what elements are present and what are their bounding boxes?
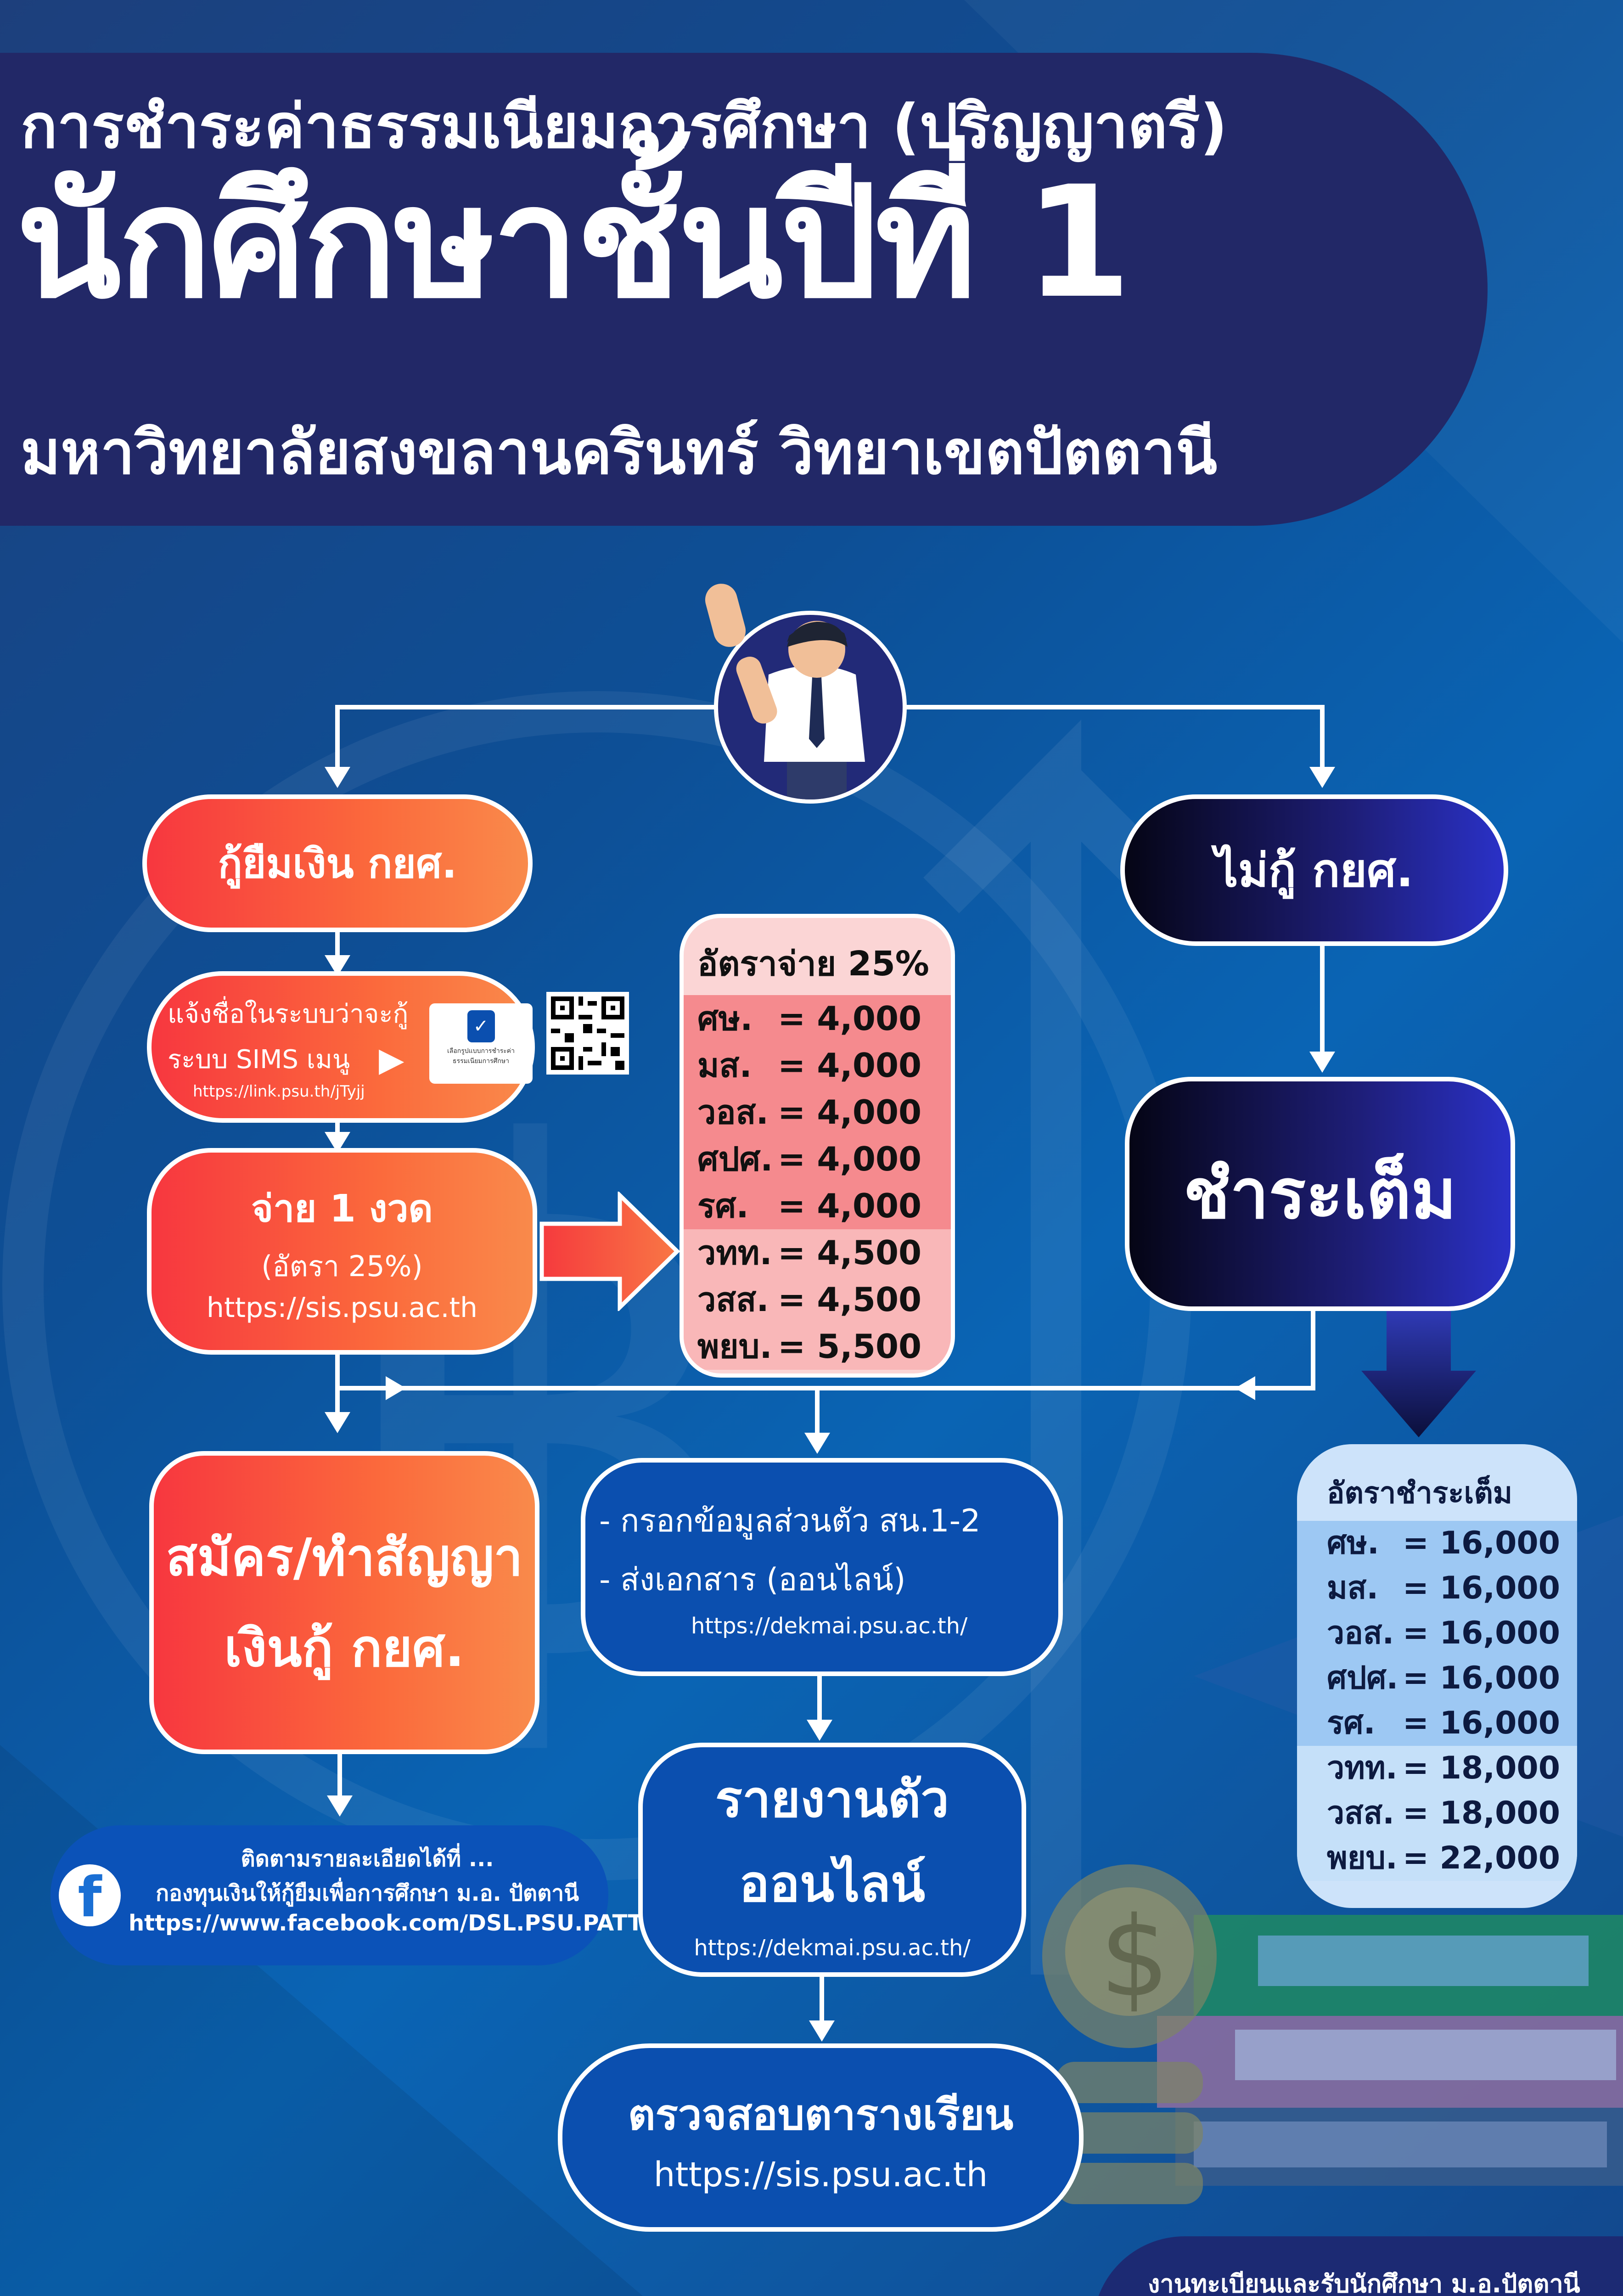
full-pay-label: ชำระเต็ม <box>1183 1154 1457 1234</box>
facebook-icon[interactable]: f <box>59 1864 121 1930</box>
loan-option: กู้ยืมเงิน กยศ. <box>142 794 533 932</box>
rate-25-title: อัตราจ่าย 25% <box>697 944 929 984</box>
connector <box>820 1977 824 2027</box>
table-row: มส.= 16,000 <box>1297 1566 1577 1611</box>
pay-rate: (อัตรา 25%) <box>261 1249 423 1283</box>
report-link[interactable]: https://dekmai.psu.ac.th/ <box>694 1935 971 1961</box>
connector <box>1311 1311 1315 1390</box>
apply-loan-step: สมัคร/ทำสัญญา เงินกู้ กยศ. <box>149 1451 539 1754</box>
arrow <box>325 767 350 788</box>
rate-full-table: อัตราชำระเต็ม ศษ.= 16,000 มส.= 16,000 วอ… <box>1297 1444 1577 1908</box>
arrow <box>325 1412 350 1433</box>
table-row: พยบ.= 5,500 <box>684 1323 951 1370</box>
loan-label: กู้ยืมเงิน กยศ. <box>218 840 457 887</box>
arrow <box>804 1433 830 1454</box>
arrow <box>807 1720 832 1741</box>
table-row: ศปศ.= 4,000 <box>684 1136 951 1182</box>
table-row: วสส.= 18,000 <box>1297 1791 1577 1836</box>
qr-code-icon[interactable] <box>546 992 629 1075</box>
clipboard-check-icon: ✓ <box>467 1010 495 1042</box>
facebook-link[interactable]: https://www.facebook.com/DSL.PSU.PATTANI <box>129 1910 685 1936</box>
apply-line1: สมัคร/ทำสัญญา <box>166 1528 523 1587</box>
table-row: วทท.= 4,500 <box>684 1229 951 1276</box>
notify-link[interactable]: https://link.psu.th/jTyjj <box>193 1082 365 1101</box>
schedule-label: ตรวจสอบตารางเรียน <box>628 2090 1014 2139</box>
connector <box>815 1386 820 1439</box>
arrow <box>1309 767 1335 788</box>
arrow <box>1235 1376 1255 1400</box>
info-line2: - ส่งเอกสาร (ออนไลน์) <box>599 1561 906 1598</box>
sims-menu-card: ✓ เลือกรูปแบบการชำระค่าธรรมเนียมการศึกษา <box>429 1003 533 1084</box>
table-row: รศ.= 16,000 <box>1297 1701 1577 1746</box>
facebook-line1: ติดตามรายละเอียดได้ที่ ... <box>241 1846 494 1872</box>
personal-info-step: - กรอกข้อมูลส่วนตัว สน.1-2 - ส่งเอกสาร (… <box>581 1458 1063 1676</box>
no-loan-label: ไม่กู้ กยศ. <box>1215 843 1414 897</box>
table-row: ศษ.= 4,000 <box>684 995 951 1042</box>
table-row: วทท.= 18,000 <box>1297 1746 1577 1791</box>
facebook-line2: กองทุนเงินให้กู้ยืมเพื่อการศึกษา ม.อ. ปั… <box>155 1880 579 1906</box>
schedule-link[interactable]: https://sis.psu.ac.th <box>653 2155 988 2195</box>
table-row: ศปศ.= 16,000 <box>1297 1656 1577 1701</box>
arrow-right-icon <box>539 1192 680 1311</box>
table-row: วอส.= 16,000 <box>1297 1611 1577 1656</box>
arrow-down-icon <box>1361 1311 1476 1437</box>
connector <box>335 1355 340 1417</box>
header-banner <box>0 53 1488 526</box>
connector <box>335 932 340 967</box>
university-name: มหาวิทยาลัยสงขลานครินทร์ วิทยาเขตปัตตานี <box>21 417 1218 488</box>
info-line1: - กรอกข้อมูลส่วนตัว สน.1-2 <box>599 1503 981 1539</box>
arrow <box>386 1376 406 1400</box>
pay-label: จ่าย 1 งวด <box>251 1187 433 1231</box>
notify-line1: แจ้งชื่อในระบบว่าจะกู้ <box>168 999 409 1029</box>
pay-link[interactable]: https://sis.psu.ac.th <box>206 1292 478 1324</box>
footer-banner <box>1093 2236 1623 2296</box>
play-icon: ▶ <box>379 1040 404 1079</box>
check-schedule-step: ตรวจสอบตารางเรียน https://sis.psu.ac.th <box>558 2043 1084 2232</box>
no-loan-option: ไม่กู้ กยศ. <box>1120 794 1508 946</box>
connector <box>335 705 340 769</box>
report-line2: ออนไลน์ <box>739 1854 926 1913</box>
connector <box>817 1676 822 1727</box>
apply-line2: เงินกู้ กยศ. <box>224 1619 465 1678</box>
notify-line2: ระบบ SIMS เมนู <box>168 1045 350 1075</box>
rate-25-table: อัตราจ่าย 25% ศษ.= 4,000 มส.= 4,000 วอส.… <box>680 914 955 1378</box>
full-pay-step: ชำระเต็ม <box>1125 1077 1515 1311</box>
merge-line <box>340 1386 1315 1390</box>
sims-menu-text: เลือกรูปแบบการชำระค่าธรรมเนียมการศึกษา <box>447 1047 515 1065</box>
facebook-info: f ติดตามรายละเอียดได้ที่ ... กองทุนเงินใ… <box>51 1825 685 1965</box>
header-title: การชำระค่าธรรมเนียมการศึกษา (ปริญญาตรี) <box>21 91 1228 162</box>
table-row: วอส.= 4,000 <box>684 1089 951 1136</box>
footer-credit: งานทะเบียนและรับนักศึกษา ม.อ.ปัตตานี <box>1148 2269 1580 2296</box>
table-row: รศ.= 4,000 <box>684 1182 951 1229</box>
rate-full-title: อัตราชำระเต็ม <box>1327 1476 1513 1510</box>
report-online-step: รายงานตัว ออนไลน์ https://dekmai.psu.ac.… <box>638 1743 1026 1977</box>
student-icon <box>736 621 865 799</box>
table-row: วสส.= 4,500 <box>684 1276 951 1323</box>
page-title: นักศึกษาชั้นปีที่ 1 <box>16 153 1132 332</box>
connector <box>1320 946 1325 1056</box>
svg-text:$: $ <box>1100 1893 1170 2021</box>
arrow <box>809 2020 835 2042</box>
table-row: พยบ.= 22,000 <box>1297 1836 1577 1881</box>
connector <box>1320 705 1325 769</box>
arrow <box>1309 1052 1335 1073</box>
report-line1: รายงานตัว <box>715 1769 949 1829</box>
connector <box>337 1754 342 1800</box>
student-avatar <box>714 611 907 804</box>
pay-installment-step: จ่าย 1 งวด (อัตรา 25%) https://sis.psu.a… <box>147 1148 537 1355</box>
arrow <box>327 1795 353 1817</box>
notify-sims-step: แจ้งชื่อในระบบว่าจะกู้ ระบบ SIMS เมนู ht… <box>147 971 535 1123</box>
table-row: ศษ.= 16,000 <box>1297 1521 1577 1566</box>
table-row: มส.= 4,000 <box>684 1042 951 1089</box>
info-link[interactable]: https://dekmai.psu.ac.th/ <box>691 1613 968 1639</box>
